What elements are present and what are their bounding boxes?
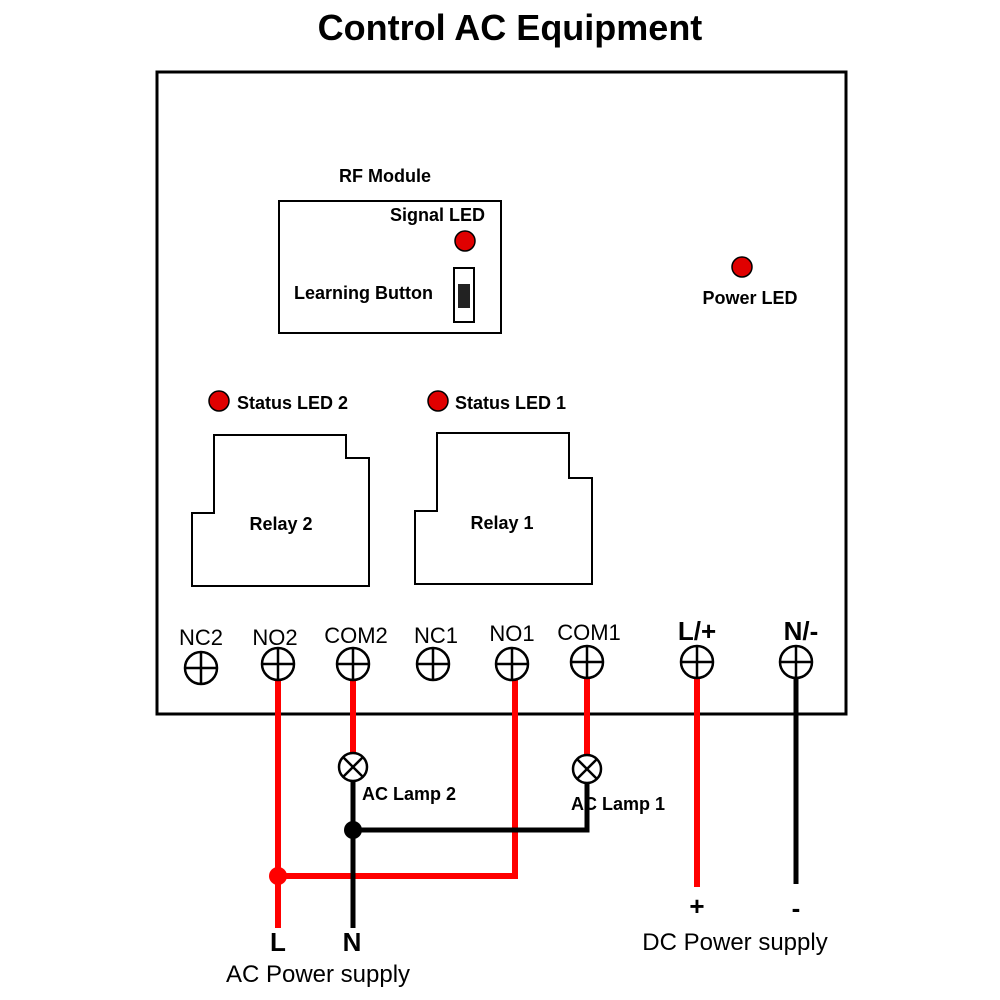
ac-lamp-1-icon <box>571 753 603 785</box>
terminal-com1-label: COM1 <box>557 620 621 645</box>
status-led-2 <box>208 390 230 412</box>
live-wire-no1 <box>278 664 518 879</box>
terminal-l-plus-screw-icon <box>679 644 715 680</box>
rf-module-label: RF Module <box>339 166 431 186</box>
terminal-no2-screw-icon <box>260 646 296 682</box>
status-led-2-label: Status LED 2 <box>237 393 348 413</box>
dc-supply-minus-label: - <box>792 893 801 923</box>
signal-led-label: Signal LED <box>390 205 485 225</box>
terminal-nc1-label: NC1 <box>414 623 458 648</box>
ac-supply-label: AC Power supply <box>226 961 410 988</box>
dc-supply-label: DC Power supply <box>642 929 827 956</box>
learning-button-label: Learning Button <box>294 283 433 303</box>
terminal-no1-label: NO1 <box>489 621 534 646</box>
power-led-label: Power LED <box>702 288 797 308</box>
terminal-nc2-label: NC2 <box>179 625 223 650</box>
neutral-junction <box>344 821 362 839</box>
terminal-nc2-screw-icon <box>183 650 219 686</box>
ac-lamp-2-icon <box>337 751 369 783</box>
terminal-com2-screw-icon <box>335 646 371 682</box>
dc-supply-plus-label: + <box>689 891 704 921</box>
status-led-1 <box>427 390 449 412</box>
rf-module-box <box>278 200 502 334</box>
relay-2 <box>191 434 370 587</box>
controller-board <box>155 70 848 716</box>
terminal-no2-label: NO2 <box>252 625 297 650</box>
learning-button[interactable] <box>453 267 475 323</box>
terminal-nc1-screw-icon <box>415 646 451 682</box>
terminal-l-plus-label: L/+ <box>678 616 716 646</box>
terminal-n-minus-label: N/- <box>784 616 819 646</box>
power-led <box>731 256 753 278</box>
signal-led <box>454 230 476 252</box>
relay-1-label: Relay 1 <box>470 513 533 533</box>
terminal-no1-screw-icon <box>494 646 530 682</box>
live-junction <box>269 867 287 885</box>
ac-supply-n-label: N <box>343 927 362 957</box>
relay-2-label: Relay 2 <box>249 514 312 534</box>
terminal-com1-screw-icon <box>569 644 605 680</box>
ac-lamp-1-label: AC Lamp 1 <box>571 794 665 814</box>
status-led-1-label: Status LED 1 <box>455 393 566 413</box>
ac-supply-l-label: L <box>270 927 286 957</box>
terminal-n-minus-screw-icon <box>778 644 814 680</box>
terminal-com2-label: COM2 <box>324 623 388 648</box>
diagram-title: Control AC Equipment <box>318 7 703 48</box>
ac-lamp-2-label: AC Lamp 2 <box>362 784 456 804</box>
wires <box>269 664 799 928</box>
relay-1 <box>414 432 593 585</box>
neutral-wire-lamp-1 <box>353 784 590 833</box>
